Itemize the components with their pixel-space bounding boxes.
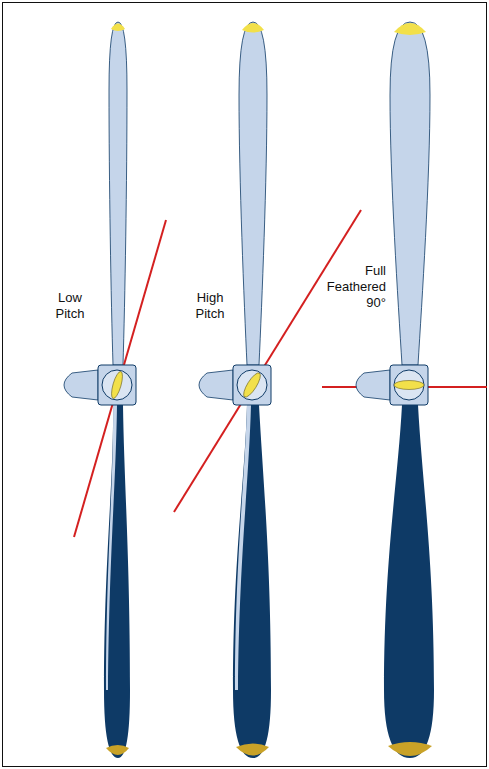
hub: [64, 365, 136, 405]
frame-border: [3, 3, 487, 767]
pitch-label: Full Feathered 90°: [318, 263, 386, 311]
hub: [199, 365, 271, 405]
pitch-label: High Pitch: [184, 290, 236, 322]
hub: [356, 365, 428, 405]
pitch-line: [174, 210, 361, 512]
propeller-high-pitch: [233, 22, 271, 758]
propeller-feathered: [384, 22, 434, 758]
pitch-label: Low Pitch: [44, 290, 96, 322]
